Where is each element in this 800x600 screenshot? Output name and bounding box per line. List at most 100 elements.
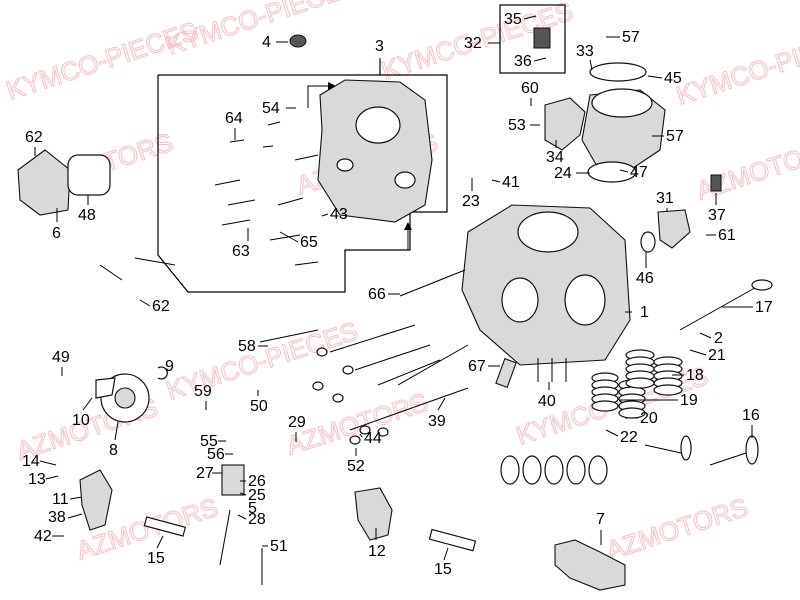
callout-c18: 18 [686,367,704,384]
callout-c55: 55 [200,433,218,450]
valve-spring-coil [591,400,619,412]
rocker-arm-right [354,487,393,541]
spring-set [522,455,542,485]
watermark-text: KYMCO-PIECES [163,316,362,406]
leader-line-c10 [82,397,93,411]
head-bolt [349,387,469,431]
parts-layer [17,4,773,591]
washer [377,427,389,437]
leader-line-c43 [321,213,329,217]
circlip-9 [157,366,168,380]
callout-c13: 13 [28,471,46,488]
hose-clamp [589,62,647,82]
callout-c42: 42 [34,528,52,545]
leader-line-c36 [533,57,547,62]
callout-c64: 64 [225,110,243,127]
callout-c36: 36 [514,53,532,70]
callout-c24: 24 [554,165,572,182]
tensioner-body [221,464,245,496]
leader-lines-layer [34,15,753,561]
callout-c16: 16 [742,407,760,424]
tensioner-rod [219,509,231,566]
head-cover-window [355,106,401,144]
spring-set [566,455,586,485]
callout-c33: 33 [576,43,594,60]
callout-c32: 32 [464,35,482,52]
side-cover-gasket [67,154,111,196]
oring-4 [289,34,307,48]
callout-c35: 35 [504,11,522,28]
callout-c48: 48 [78,207,96,224]
callout-c45: 45 [664,70,682,87]
cover-bolt [277,197,304,206]
head-bolt [377,359,441,386]
cover-arrow-line [345,228,409,251]
callout-c15b: 15 [434,561,452,578]
callout-c20: 20 [640,410,658,427]
callout-c26: 26 [248,473,266,490]
callout-c50: 50 [250,398,268,415]
cover-bolt [229,139,245,143]
camshaft [554,539,626,591]
cover-bolt [269,234,301,241]
callout-c10: 10 [72,412,90,429]
cover-arrow-head-top [328,82,336,90]
callout-c57b: 57 [666,128,684,145]
callout-c34: 34 [546,149,564,166]
callout-c7: 7 [596,511,605,528]
leader-line-c21 [689,349,707,356]
callout-c28: 28 [248,511,266,528]
callout-c37: 37 [708,207,726,224]
guide-rail-b [134,257,176,266]
callout-c49: 49 [52,349,70,366]
callout-c63: 63 [232,243,250,260]
head-bolt [259,329,319,343]
leader-line-c45 [647,75,663,79]
callout-c40: 40 [538,393,556,410]
cover-bolt [221,219,251,226]
spark-plug [495,358,517,388]
callout-c52: 52 [347,458,365,475]
callout-c9: 9 [165,358,174,375]
exhaust-valve [679,284,761,331]
leader-line-c35 [523,15,537,20]
washer [312,381,324,391]
callout-c2: 2 [714,330,723,347]
callout-c65: 65 [300,234,318,251]
callout-c38: 38 [48,509,66,526]
washer [349,435,361,445]
callout-c67: 67 [468,358,486,375]
watermark-text: KYMCO-PIECES [163,0,362,61]
cam-sprocket-hub [114,387,136,409]
cover-bolt [227,199,256,206]
watermark-text: AZMOTORS [603,492,752,566]
cover-bolt [294,154,319,161]
head-cover [317,79,433,223]
intake-valve-a-head [680,435,692,461]
cover-bolt [262,145,274,148]
leader-line-c8 [114,421,119,441]
leader-line-c15b [443,547,449,561]
intake-gasket [587,161,637,183]
cylinder-head-pocket-b [501,277,539,323]
head-cover-port [394,171,416,189]
intake-valve-b-head [745,435,759,465]
callout-c51: 51 [270,538,288,555]
leader-line-c28 [237,514,247,520]
thermostat-housing [657,209,691,249]
cover-bolt [294,261,319,266]
callout-c23: 23 [462,193,480,210]
callout-labels-layer: 1234567891011121314151516171819202122232… [22,11,773,578]
leader-line-c38 [67,513,83,519]
leader-line-c22 [605,429,619,437]
washer [359,425,371,435]
callout-c56: 56 [207,446,225,463]
watermark-text: AZMOTORS [693,132,800,206]
washer [342,365,354,375]
intake-manifold-mouth [591,88,653,118]
washer [316,347,328,357]
callout-c4: 4 [262,34,271,51]
callout-c14: 14 [22,453,40,470]
callout-c43: 43 [330,206,348,223]
rocker-shaft-left [143,516,187,537]
